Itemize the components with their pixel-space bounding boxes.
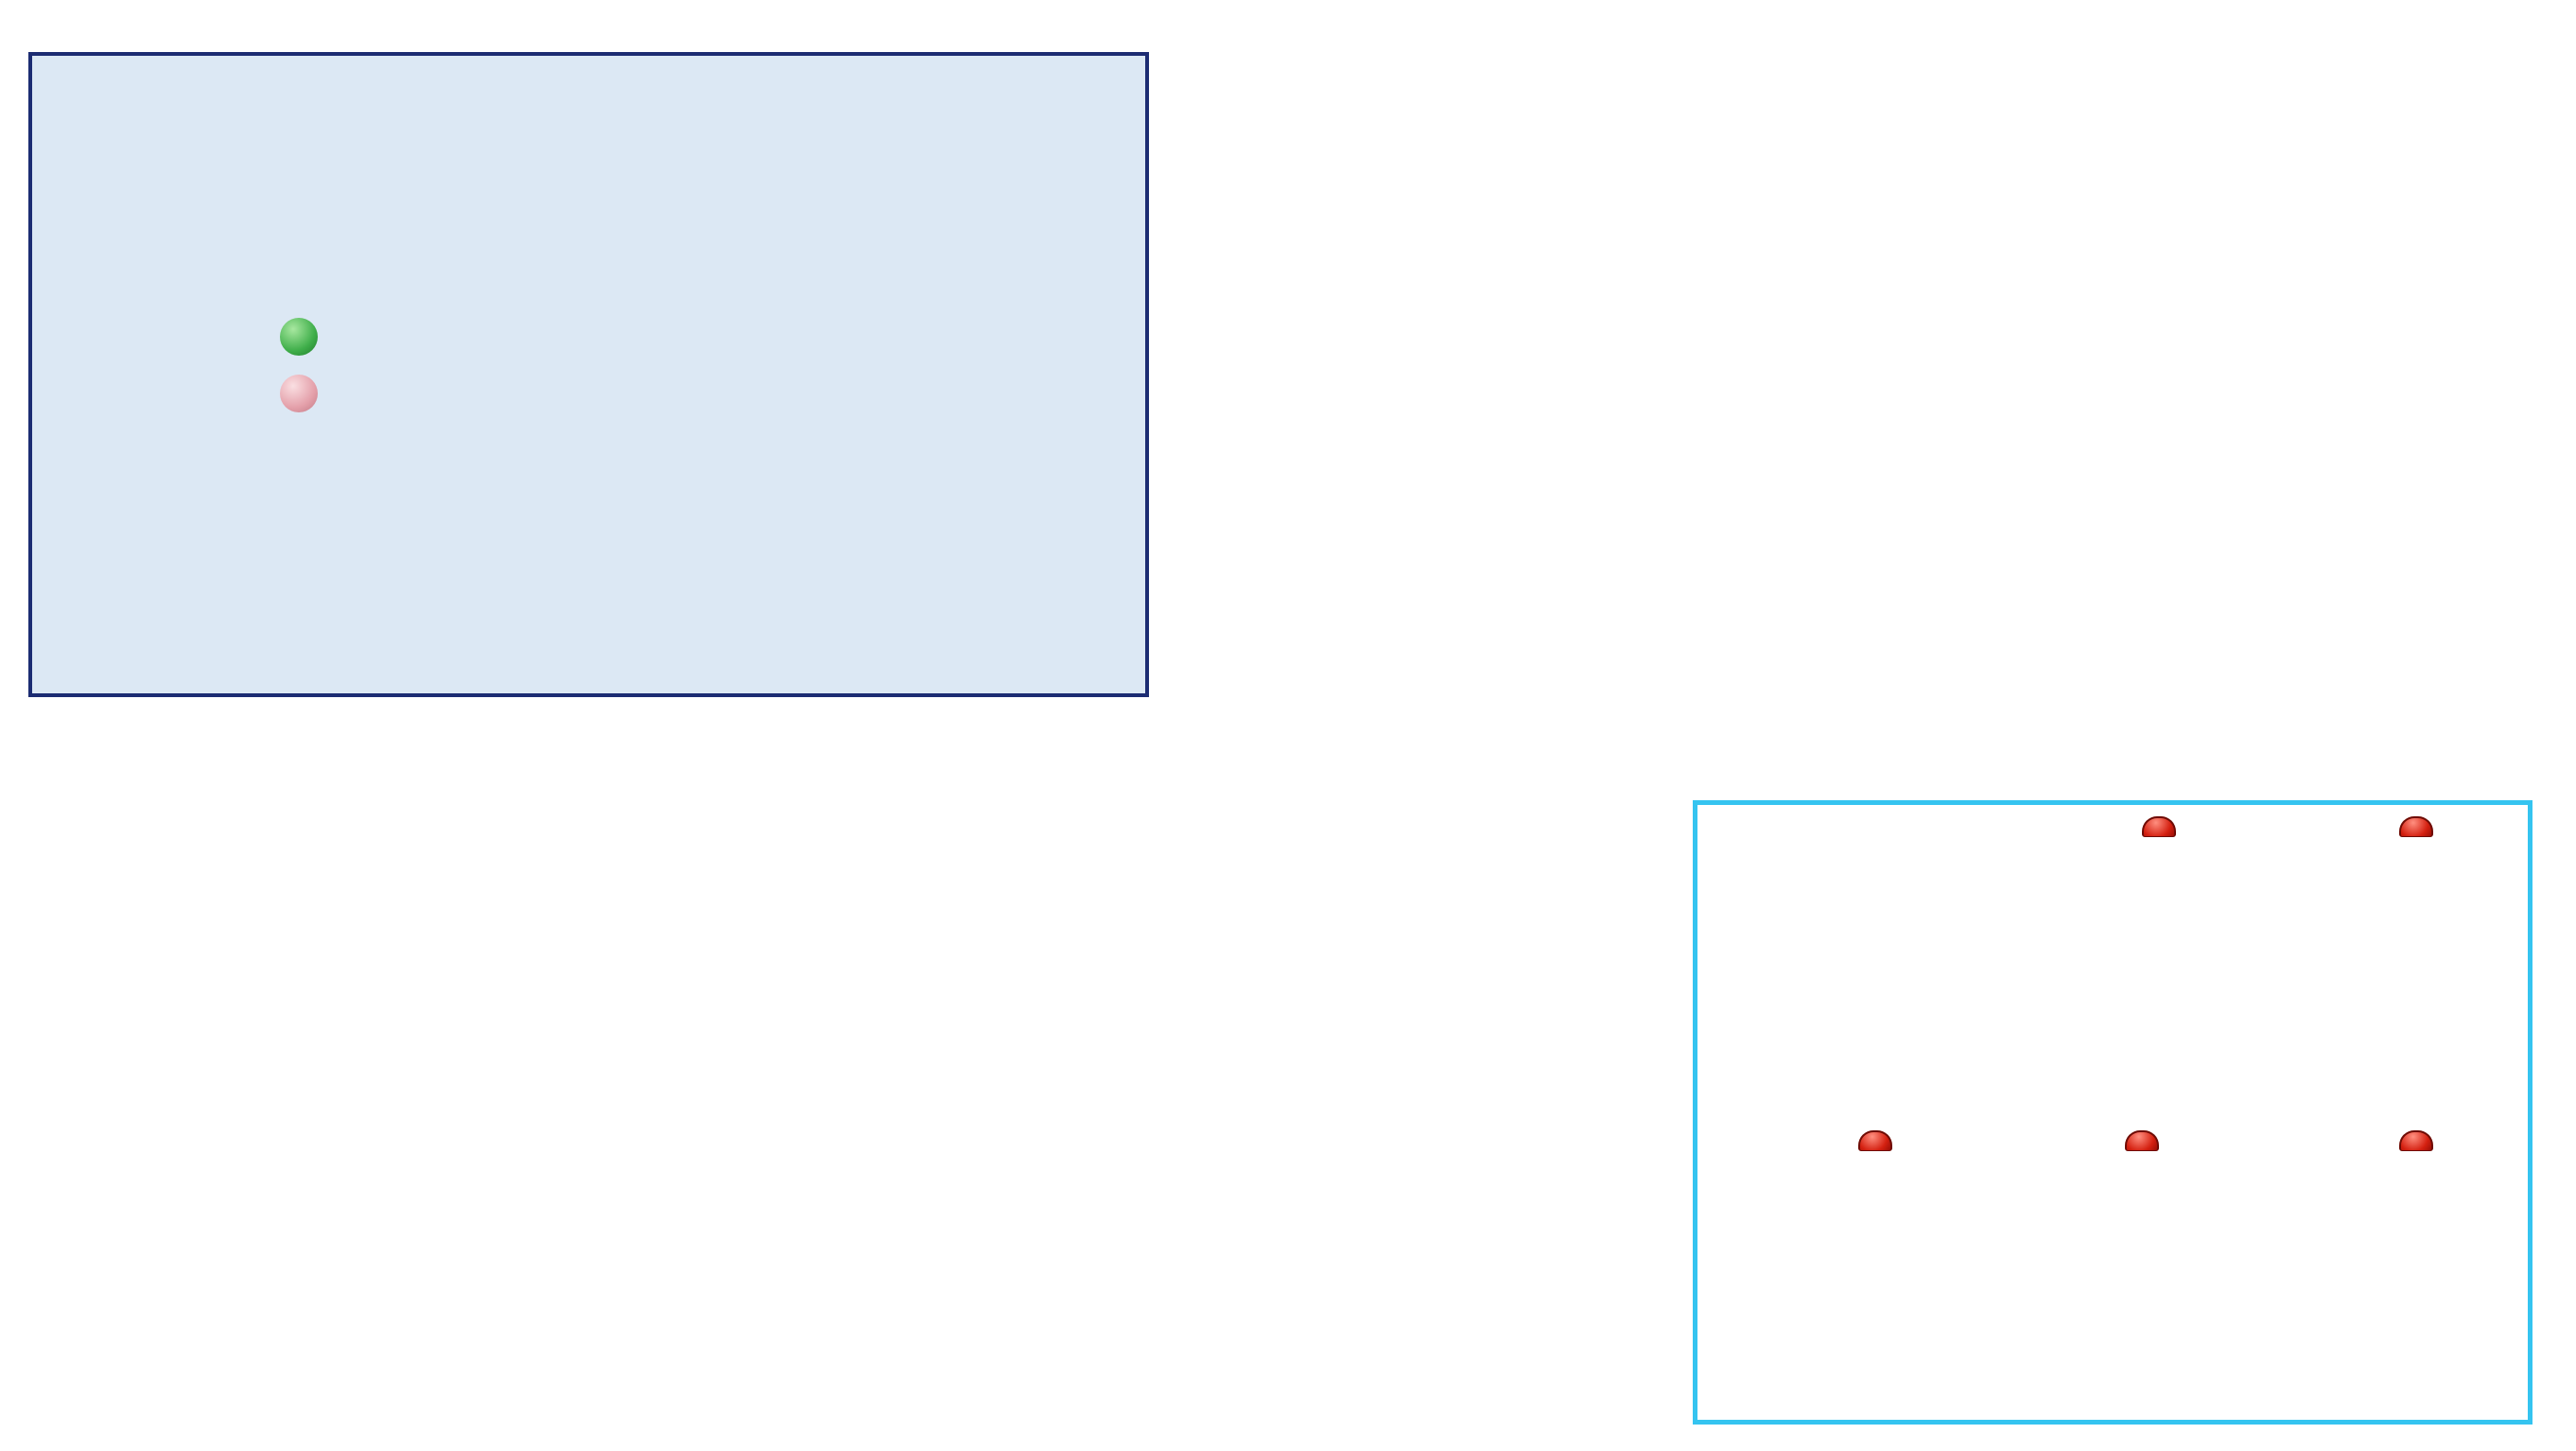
oxygen-dome-icon [2125,1130,2159,1151]
h-label-n2 [1858,1128,1898,1151]
h-label-n2h [2125,1128,2165,1151]
h-label-n2h3 [2399,814,2439,837]
oxygen-dome-icon [2399,816,2433,837]
panel-h-mechanism-box [1693,800,2532,1425]
oxygen-dome-icon [2399,1130,2433,1151]
nickel-ion-icon [280,318,318,356]
h-label-n2h2 [2399,1128,2439,1151]
oxygen-dome-icon [1858,1130,1892,1151]
h-label-n2h4 [2142,814,2182,837]
panel-a-illustrations [28,52,1149,697]
oxygen-dome-icon [2142,816,2176,837]
panel-a-scheme-box [28,52,1149,697]
cobalt-ion-icon [280,375,318,412]
